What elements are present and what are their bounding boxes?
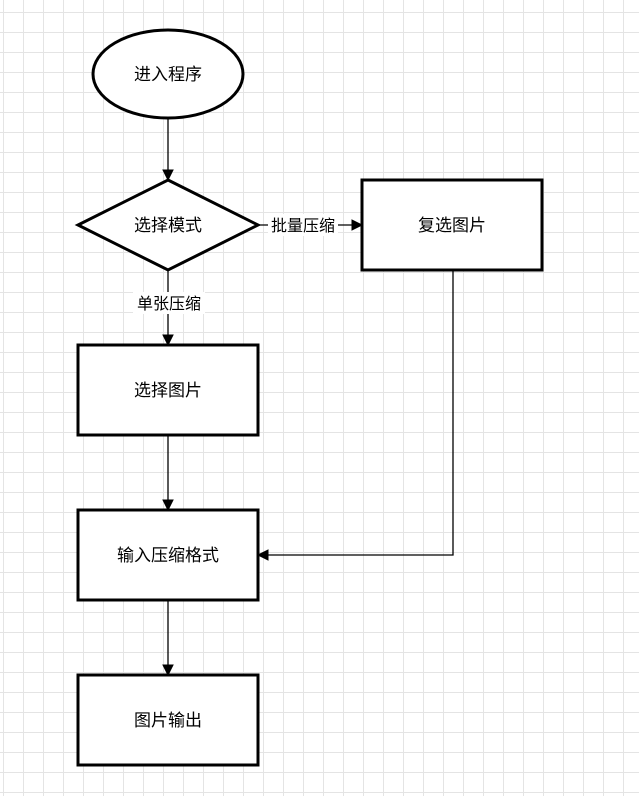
edge-multi-to-format (256, 270, 454, 561)
edge-select-to-format (162, 435, 174, 512)
node-start: 进入程序 (91, 28, 245, 120)
node-choose-mode: 选择模式 (74, 178, 262, 272)
edge-start-to-mode (162, 119, 174, 182)
arrowhead-icon (162, 334, 174, 347)
node-multi-select-label: 复选图片 (418, 216, 486, 236)
arrowhead-icon (351, 219, 364, 231)
arrowhead-icon (162, 499, 174, 512)
node-output-label: 图片输出 (134, 711, 202, 731)
edge-label-single-text: 单张压缩 (137, 294, 201, 313)
node-start-label: 进入程序 (134, 65, 202, 85)
node-multi-select: 复选图片 (360, 178, 544, 272)
edge-label-batch-text: 批量压缩 (271, 216, 335, 235)
node-output: 图片输出 (76, 673, 260, 767)
edge-format-to-output (162, 600, 174, 677)
node-choose-mode-label: 选择模式 (134, 216, 202, 236)
arrowhead-icon (162, 169, 174, 182)
node-select-image: 选择图片 (76, 343, 260, 437)
node-input-format-label: 输入压缩格式 (117, 546, 219, 566)
arrowhead-icon (162, 664, 174, 677)
node-input-format: 输入压缩格式 (76, 508, 260, 602)
edge-label-batch: 批量压缩 (268, 214, 338, 236)
node-select-image-label: 选择图片 (134, 381, 202, 401)
edge-label-single: 单张压缩 (133, 292, 205, 314)
arrowhead-icon (256, 549, 269, 561)
